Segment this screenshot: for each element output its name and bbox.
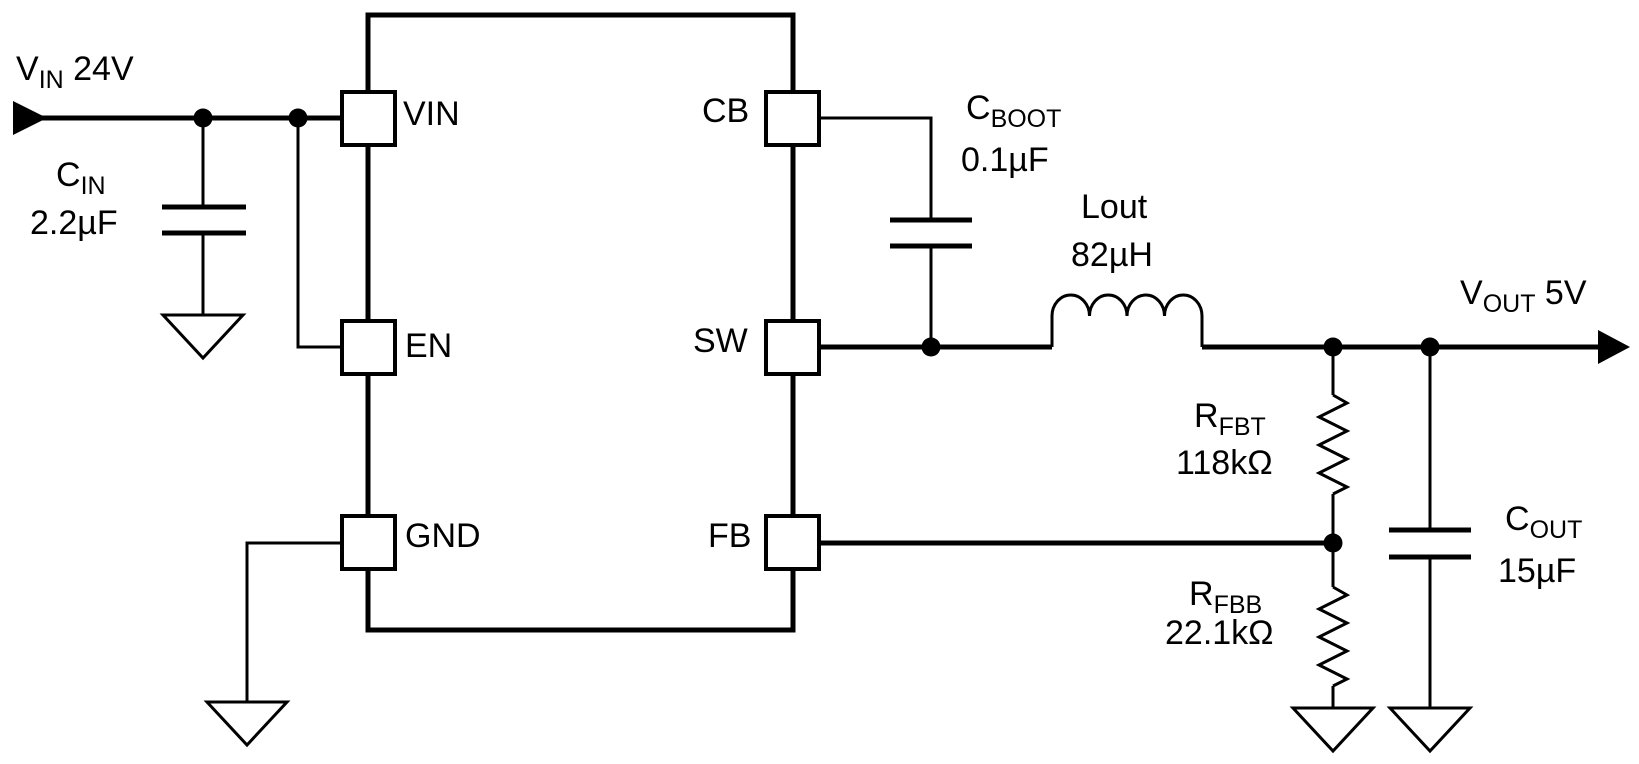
cin-capacitor xyxy=(159,118,247,361)
cout-ref-main: C xyxy=(1505,500,1530,538)
cboot-capacitor xyxy=(820,116,972,357)
output-arrow-icon xyxy=(1598,330,1630,364)
cboot-ref-sub: BOOT xyxy=(990,105,1062,133)
rfbb-ref-main: R xyxy=(1189,575,1214,613)
sw-output-net xyxy=(820,293,1630,364)
pin-label-vin: VIN xyxy=(403,95,460,133)
cout-value-label: 15µF xyxy=(1498,552,1577,590)
cin-value-label: 2.2µF xyxy=(30,204,118,242)
cin-ref-label: CIN xyxy=(56,158,106,199)
pin-label-sw: SW xyxy=(693,322,748,360)
ground-icon xyxy=(159,313,247,361)
cout-ref-label: COUT xyxy=(1505,502,1582,543)
pin-square-cb xyxy=(764,90,821,147)
output-net-label-sub: OUT xyxy=(1482,290,1536,318)
input-net-label: VIN 24V xyxy=(16,52,134,93)
output-net-label-value: 5V xyxy=(1535,274,1587,312)
pin-label-fb: FB xyxy=(708,517,752,555)
cout-capacitor xyxy=(1386,347,1474,754)
pin-square-fb xyxy=(764,514,821,571)
output-net-label: VOUT 5V xyxy=(1460,276,1587,317)
ic-body xyxy=(340,12,821,633)
rfbb-value-label: 22.1kΩ xyxy=(1165,614,1274,652)
input-arrow-icon xyxy=(13,101,47,135)
en-wire xyxy=(296,118,342,349)
rfbt-resistor xyxy=(1315,347,1351,543)
lout-ref-label: Lout xyxy=(1081,188,1148,226)
cout-ref-sub: OUT xyxy=(1529,516,1583,544)
gnd-wire xyxy=(245,541,342,702)
ground-icon xyxy=(1289,706,1377,754)
pin-square-en xyxy=(340,319,397,376)
pin-square-sw xyxy=(764,319,821,376)
inductor-icon xyxy=(1050,293,1204,347)
lout-value-label: 82µH xyxy=(1071,236,1153,274)
pin-label-en: EN xyxy=(405,327,453,365)
input-net-label-main: V xyxy=(16,50,39,88)
ground-icon xyxy=(203,700,291,748)
cin-ref-main: C xyxy=(56,156,81,194)
gnd-net xyxy=(203,541,342,748)
ground-icon xyxy=(1386,706,1474,754)
input-net xyxy=(13,101,342,135)
rfbt-ref-main: R xyxy=(1194,397,1219,435)
pin-label-gnd: GND xyxy=(405,517,481,555)
rfbt-value-label: 118kΩ xyxy=(1176,444,1273,482)
input-net-label-value: 24V xyxy=(63,50,134,88)
rfbb-ref-sub: FBB xyxy=(1213,591,1263,619)
en-net xyxy=(296,118,342,349)
rfbb-ref-label: RFBB xyxy=(1189,577,1262,618)
pin-label-cb: CB xyxy=(702,92,750,130)
rfbt-ref-label: RFBT xyxy=(1194,399,1266,440)
fb-net xyxy=(820,533,1343,553)
cboot-wire-top xyxy=(820,116,933,220)
resistor-zigzag-icon xyxy=(1315,585,1351,688)
pin-square-vin xyxy=(340,90,397,147)
input-net-label-sub: IN xyxy=(38,66,64,94)
cboot-ref-label: CBOOT xyxy=(966,91,1061,132)
cboot-ref-main: C xyxy=(966,89,991,127)
rfbt-ref-sub: FBT xyxy=(1218,413,1266,441)
cboot-value-label: 0.1µF xyxy=(961,141,1049,179)
rfbb-resistor xyxy=(1289,543,1377,754)
cin-ref-sub: IN xyxy=(80,172,106,200)
output-net-label-main: V xyxy=(1460,274,1483,312)
pin-square-gnd xyxy=(340,514,397,571)
resistor-zigzag-icon xyxy=(1315,393,1351,496)
